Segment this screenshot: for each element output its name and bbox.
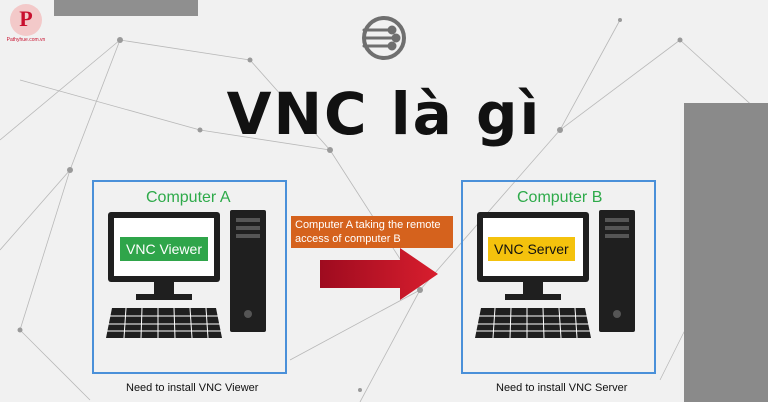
site-logo[interactable]: P Pathyhue.com.vn bbox=[6, 4, 46, 44]
computer-a-label: Computer A bbox=[146, 189, 231, 206]
top-gray-bar bbox=[54, 0, 198, 16]
circuit-logo-icon bbox=[362, 16, 406, 60]
right-gray-bar bbox=[684, 103, 768, 402]
logo-badge bbox=[10, 4, 42, 36]
computer-a-requirement: Need to install VNC Viewer bbox=[126, 382, 259, 394]
computer-b-frame bbox=[461, 180, 656, 374]
connection-caption: Computer A taking the remote access of c… bbox=[291, 216, 453, 248]
computer-a-frame bbox=[92, 180, 287, 374]
computer-b-requirement: Need to install VNC Server bbox=[496, 382, 628, 394]
page-title: VNC là gì bbox=[226, 80, 542, 148]
vnc-viewer-tag: VNC Viewer bbox=[120, 237, 208, 261]
logo-text: Pathyhue.com.vn bbox=[6, 37, 46, 43]
computer-b-label: Computer B bbox=[517, 189, 603, 206]
logo-letter: P bbox=[19, 6, 33, 31]
desktop-computer-icon bbox=[475, 210, 635, 339]
vnc-server-tag: VNC Server bbox=[488, 237, 575, 261]
desktop-computer-icon bbox=[106, 210, 266, 339]
right-arrow-icon bbox=[320, 248, 438, 300]
